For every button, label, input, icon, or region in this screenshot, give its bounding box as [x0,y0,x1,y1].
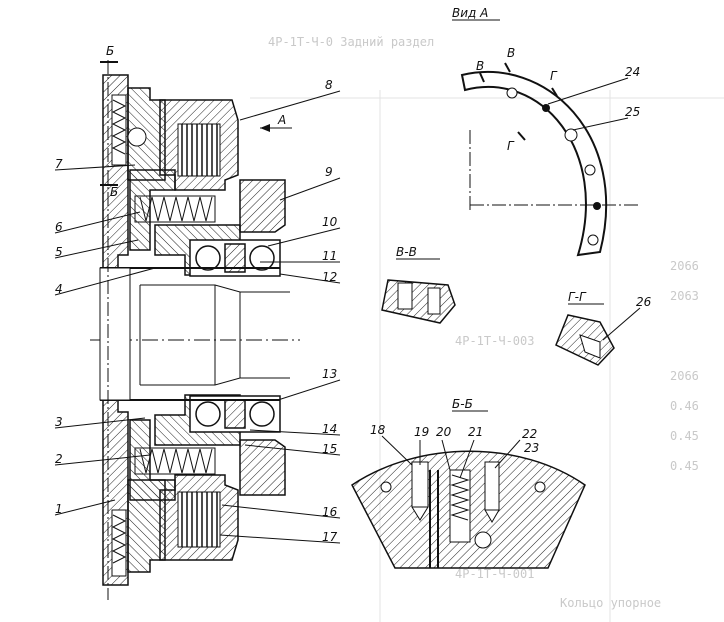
callout-6: 6 [55,220,63,234]
bg-row-2: 2063 [670,289,699,303]
callout-10: 10 [322,215,338,229]
callout-7: 7 [55,157,63,171]
callout-3: 3 [55,415,63,429]
bg-row-1: 2066 [670,259,699,273]
mark-v1: В [476,59,484,73]
bg-row-8: 4Р-1Т-Ч-001 [455,567,534,581]
bg-row-4: 2066 [670,369,699,383]
callout-9: 9 [325,165,333,179]
main-section-view [54,60,341,600]
mark-g2: Г [507,139,515,153]
callout-20: 20 [436,425,452,439]
bg-row-7: 0.45 [670,459,699,473]
callout-16: 16 [322,505,338,519]
callout-23: 23 [524,441,539,455]
callout-numbers: 7 6 5 4 3 2 1 8 9 10 11 12 13 14 15 16 1… [55,44,338,544]
section-v-v: В-В [381,245,456,324]
callout-1: 1 [55,502,63,516]
bg-title: 4Р-1Т-Ч-0 Задний раздел [268,35,434,49]
mark-b-top: Б [106,44,114,58]
callout-18: 18 [370,423,386,437]
callout-24: 24 [625,65,640,79]
callout-5: 5 [55,245,63,259]
section-g-title: Г-Г [568,290,587,304]
background-table: 4Р-1Т-Ч-0 Задний раздел 2066 2063 4Р-1Т-… [250,35,724,622]
callout-22: 22 [522,427,537,441]
callout-8: 8 [325,78,333,92]
section-g-g: Г-Г 26 [555,290,652,366]
bg-row-5: 0.46 [670,399,699,413]
callout-19: 19 [414,425,429,439]
callout-11: 11 [322,249,337,263]
mark-g1: Г [550,69,558,83]
section-b-b: Б-Б 18 19 20 21 22 23 [351,397,586,569]
callout-13: 13 [322,367,337,381]
callout-26: 26 [636,295,652,309]
mark-v2: В [507,46,515,60]
arrow-a-label: А [277,113,286,127]
callout-12: 12 [322,270,337,284]
callout-15: 15 [322,442,337,456]
section-v-title: В-В [396,245,417,259]
bg-row-9: Кольцо упорное [560,596,661,610]
view-a-title: Вид А [452,6,488,20]
view-a: Вид А В В Г Г 24 25 [452,6,640,257]
bg-row-6: 0.45 [670,429,699,443]
callout-17: 17 [322,530,338,544]
callout-21: 21 [468,425,483,439]
callout-25: 25 [625,105,640,119]
callout-2: 2 [55,452,63,466]
bg-row-3: 4Р-1Т-Ч-003 [455,334,534,348]
section-b-title: Б-Б [452,397,473,411]
callout-14: 14 [322,422,337,436]
mark-b-mid: Б [110,185,118,199]
callout-4: 4 [55,282,63,296]
